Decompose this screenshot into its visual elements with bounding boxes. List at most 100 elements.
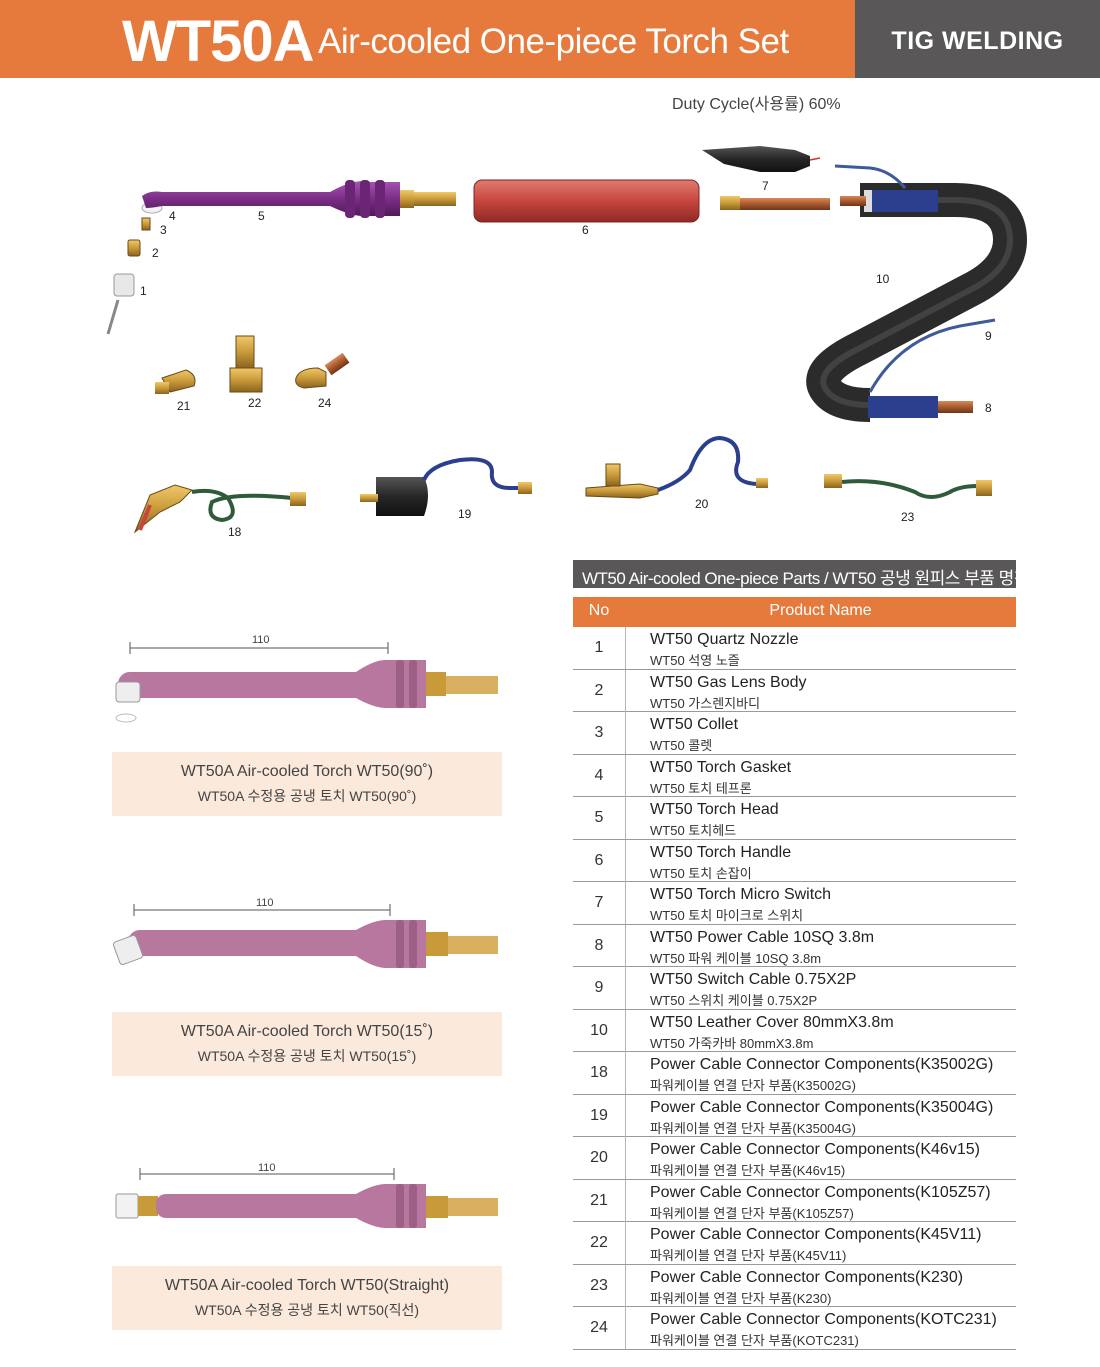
column-divider <box>625 967 626 1009</box>
callout-21: 21 <box>177 399 191 413</box>
part-number: 3 <box>594 724 604 741</box>
part-9-switch-cable <box>834 164 996 393</box>
callout-1: 1 <box>140 284 147 298</box>
page-header: WT50A Air-cooled One-piece Torch Set TIG… <box>0 0 1100 78</box>
column-divider <box>625 1009 626 1052</box>
part-number: 23 <box>590 1276 608 1294</box>
part-2-gas-lens-body <box>127 239 141 257</box>
part-19-cable-connector <box>360 457 532 516</box>
part-name-ko: WT50 파워 케이블 10SQ 3.8m <box>650 950 822 966</box>
part-number: 1 <box>594 639 604 656</box>
category-label: TIG WELDING <box>891 27 1064 55</box>
column-divider <box>625 882 626 924</box>
column-divider <box>625 1307 626 1349</box>
callout-20: 20 <box>695 497 709 511</box>
part-name-ko: WT50 토치헤드 <box>650 823 737 838</box>
part-name-ko: 파워케이블 연결 단자 부품(K105Z57) <box>650 1205 854 1221</box>
part-name-en: Power Cable Connector Components(K45V11) <box>650 1226 982 1243</box>
parts-table-title: WT50 Air-cooled One-piece Parts / WT50 공… <box>573 560 1029 588</box>
part-name-en: WT50 Torch Micro Switch <box>650 886 832 903</box>
part-number: 8 <box>594 936 604 954</box>
part-number: 22 <box>590 1234 608 1251</box>
torch-straight-illustration: 110 <box>115 1162 498 1228</box>
callout-9: 9 <box>985 329 992 343</box>
part-name-en: Power Cable Connector Components(K35002G… <box>650 1056 994 1073</box>
part-name-en: Power Cable Connector Components(K35004G… <box>650 1098 994 1116</box>
part-name-en: WT50 Torch Head <box>650 801 779 818</box>
callout-7: 7 <box>762 179 769 193</box>
column-divider <box>625 797 626 839</box>
page-title: Air-cooled One-piece Torch Set <box>318 22 789 61</box>
torch-15-caption: WT50A Air-cooled Torch WT50(15˚) WT50A 수… <box>112 1012 502 1076</box>
part-name-ko: WT50 가스렌지바디 <box>650 695 761 711</box>
part-name-en: WT50 Torch Gasket <box>650 758 792 776</box>
part-name-ko: 파워케이블 연결 단자 부품(K35004G) <box>650 1120 856 1136</box>
callout-5: 5 <box>258 209 265 223</box>
part-name-en: WT50 Power Cable 10SQ 3.8m <box>650 928 875 946</box>
part-name-ko: 파워케이블 연결 단자 부품(K35002G) <box>650 1078 856 1093</box>
torch-90-name-ko: WT50A 수정용 공냉 토치 WT50(90˚) <box>197 788 417 804</box>
part-number: 10 <box>590 1021 608 1039</box>
column-divider <box>625 627 626 669</box>
part-number: 19 <box>590 1106 608 1124</box>
part-24-connector <box>295 352 350 389</box>
part-3-collet <box>141 217 151 231</box>
part-10-leather-cover <box>806 183 1028 422</box>
column-divider <box>625 924 626 967</box>
column-divider <box>625 669 626 712</box>
part-5-torch-head <box>142 180 456 218</box>
column-divider <box>625 1094 626 1137</box>
part-1-quartz-nozzle <box>106 273 135 335</box>
part-22-connector <box>229 335 263 393</box>
callout-22: 22 <box>248 396 262 410</box>
column-header-no: No <box>588 602 610 619</box>
callout-6: 6 <box>582 223 589 237</box>
part-8-power-cable <box>840 190 973 418</box>
torch-90-name-en: WT50A Air-cooled Torch WT50(90˚) <box>180 763 434 780</box>
torch-straight-name-ko: WT50A 수정용 공냉 토치 WT50(직선) <box>194 1302 420 1318</box>
column-divider <box>625 1222 626 1264</box>
callout-18: 18 <box>228 525 242 539</box>
part-name-en: Power Cable Connector Components(K230) <box>650 1268 964 1286</box>
part-number: 4 <box>594 766 604 784</box>
torch-90-illustration: 110 <box>115 634 498 723</box>
part-number: 21 <box>590 1191 608 1209</box>
part-name-en: Power Cable Connector Components(K105Z57… <box>650 1183 991 1201</box>
table-row: 23 Power Cable Connector Components(K230)… <box>573 1264 1016 1307</box>
part-number: 6 <box>594 851 604 869</box>
part-name-en: WT50 Torch Handle <box>650 843 792 861</box>
torch-straight-caption: WT50A Air-cooled Torch WT50(Straight) WT… <box>112 1266 502 1330</box>
part-number: 2 <box>594 681 604 699</box>
part-name-en: WT50 Gas Lens Body <box>650 673 807 691</box>
column-header-product-name: Product Name <box>769 602 872 619</box>
part-number: 24 <box>590 1319 608 1336</box>
part-6-torch-handle <box>473 179 700 223</box>
model-name: WT50A <box>122 9 315 74</box>
column-divider <box>625 712 626 754</box>
callout-3: 3 <box>160 223 167 237</box>
part-name-en: WT50 Quartz Nozzle <box>650 631 799 648</box>
part-name-ko: WT50 토치 테프론 <box>650 780 752 796</box>
callout-19: 19 <box>458 507 472 521</box>
part-name-ko: 파워케이블 연결 단자 부품(KOTC231) <box>650 1333 859 1348</box>
exploded-parts-diagram: 1 2 3 4 5 6 7 8 9 10 18 19 20 21 22 23 2… <box>106 146 1028 539</box>
callout-8: 8 <box>985 401 992 415</box>
torch-90-caption: WT50A Air-cooled Torch WT50(90˚) WT50A 수… <box>112 752 502 816</box>
part-23-cable-connector <box>824 474 992 499</box>
part-name-en: WT50 Leather Cover 80mmX3.8m <box>650 1013 894 1031</box>
part-21-connector <box>155 369 196 394</box>
table-row: 22 Power Cable Connector Components(K45V1… <box>573 1222 1016 1265</box>
column-divider <box>625 1052 626 1094</box>
part-18-cable-connector <box>133 484 306 534</box>
part-name-ko: WT50 토치 마이크로 스위치 <box>650 908 804 923</box>
torch-15-name-en: WT50A Air-cooled Torch WT50(15˚) <box>180 1023 434 1040</box>
